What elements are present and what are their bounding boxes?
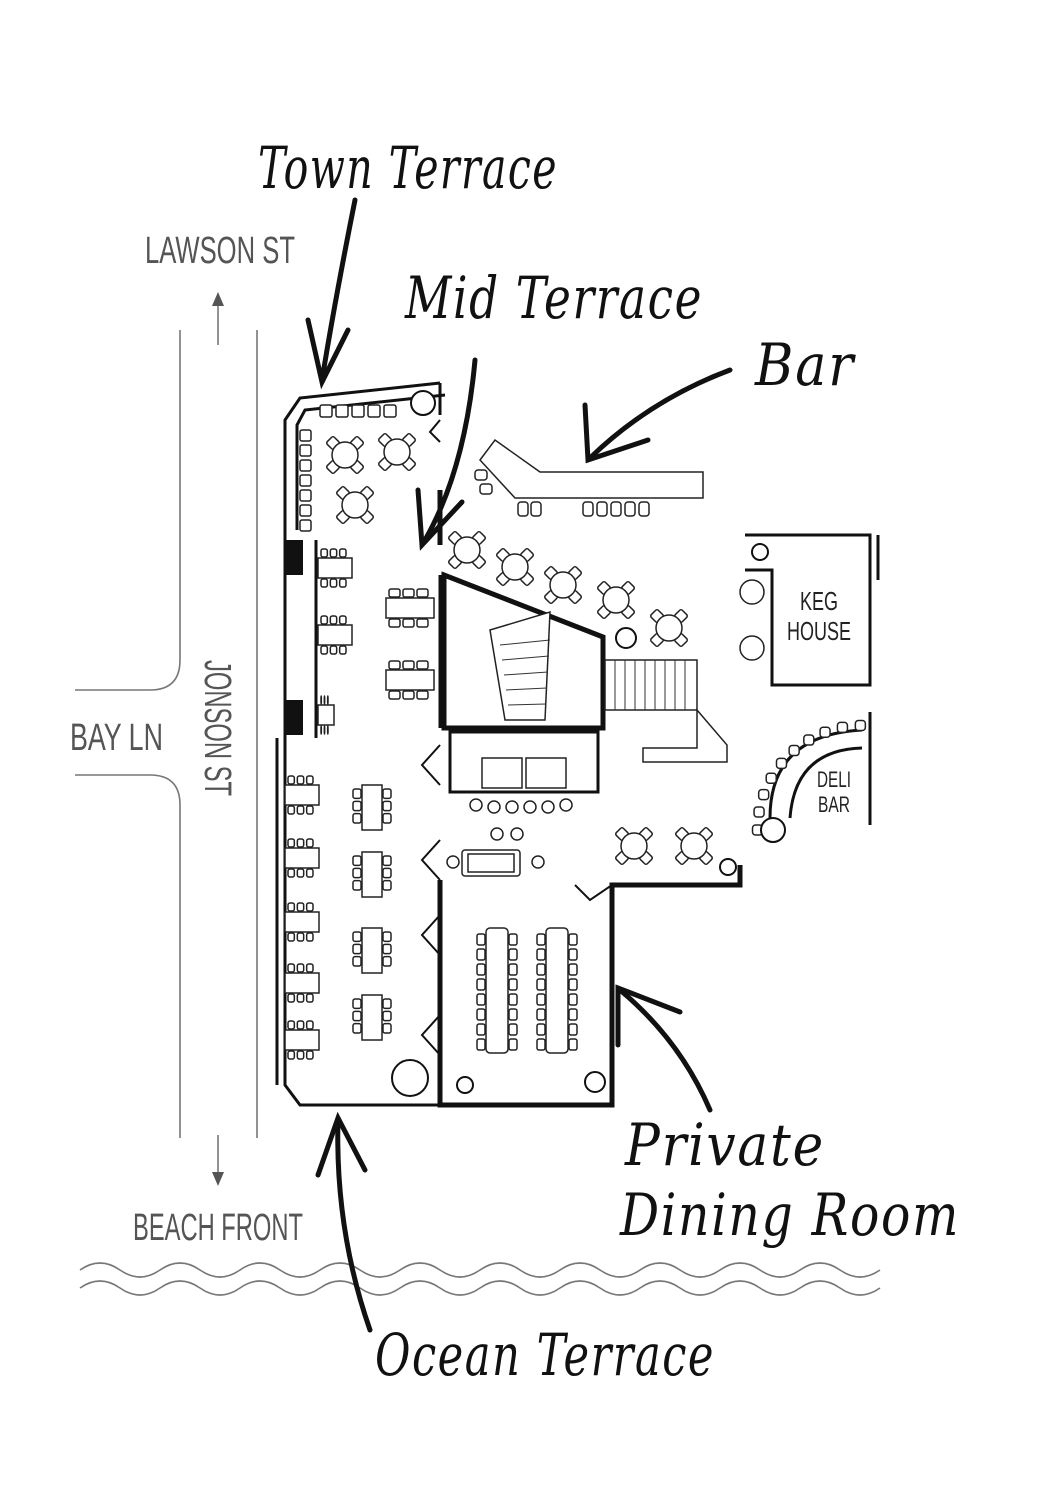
rect-table xyxy=(284,963,320,1003)
rect-table xyxy=(352,927,392,974)
plant-icons xyxy=(391,390,786,1097)
rect-table xyxy=(385,660,435,700)
bay-ln-label: BAY LN xyxy=(70,717,163,759)
keg-house-label-line1: KEG xyxy=(800,586,838,616)
ocean-waves xyxy=(79,1262,881,1296)
rect-table xyxy=(385,588,435,628)
round-table xyxy=(336,486,374,524)
ocean-terrace-label: Ocean Terrace xyxy=(375,1321,715,1389)
round-table xyxy=(597,581,635,619)
ocean-terrace-arrow xyxy=(335,1117,373,1333)
round-tables xyxy=(326,433,713,865)
rect-table xyxy=(352,851,392,898)
mid-terrace-label: Mid Terrace xyxy=(404,264,703,332)
beach-front-label: BEACH FRONT xyxy=(133,1207,303,1249)
rect-table xyxy=(317,615,353,655)
rect-tables xyxy=(284,404,867,1060)
staircases xyxy=(489,610,728,763)
rect-table xyxy=(284,1020,320,1060)
private-dining-tables xyxy=(485,927,569,1054)
bar-arrow xyxy=(587,367,733,461)
round-table xyxy=(675,827,713,865)
rect-table xyxy=(352,784,392,831)
rect-table xyxy=(284,775,320,815)
rect-table xyxy=(284,902,320,942)
rect-table xyxy=(284,838,320,878)
private-dining-label-line1: Private xyxy=(624,1111,825,1179)
mid-terrace-arrow xyxy=(422,357,478,543)
rect-table xyxy=(317,548,353,588)
round-table xyxy=(650,609,688,647)
round-table xyxy=(544,566,582,604)
bar-counter xyxy=(474,438,704,517)
private-dining-label-line2: Dining Room xyxy=(619,1181,960,1249)
deli-bar-label-line1: DELI xyxy=(817,767,851,792)
jonson-st-label: JONSON ST xyxy=(196,660,238,796)
round-table xyxy=(378,433,416,471)
round-table xyxy=(326,436,364,474)
area-arrows xyxy=(305,197,733,1333)
town-terrace-label: Town Terrace xyxy=(258,134,558,202)
private-dining-arrow xyxy=(617,987,713,1113)
lounge-furniture xyxy=(446,579,765,877)
round-table xyxy=(448,531,486,569)
town-terrace-arrow xyxy=(319,197,358,383)
rect-table xyxy=(352,994,392,1041)
round-table xyxy=(615,827,653,865)
lawson-st-label: LAWSON ST xyxy=(145,230,295,272)
rect-table xyxy=(317,695,335,735)
street-lines xyxy=(75,292,258,1186)
round-table xyxy=(496,548,534,586)
bar-label: Bar xyxy=(754,331,856,399)
keg-house-label-line2: HOUSE xyxy=(787,616,851,646)
deli-bar-label-line2: BAR xyxy=(818,792,850,817)
door-swings xyxy=(420,419,613,1056)
